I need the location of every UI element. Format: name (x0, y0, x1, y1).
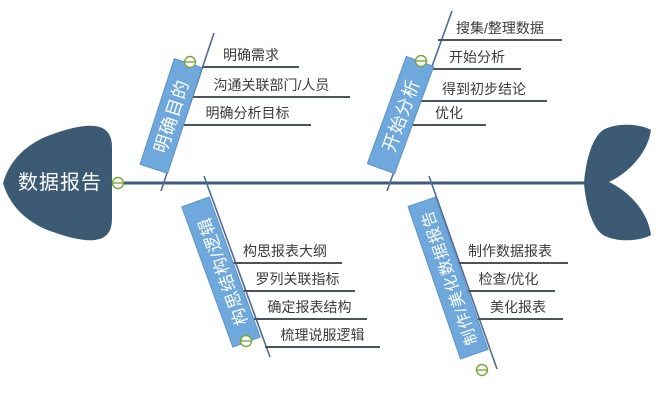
branch-item[interactable]: 明确需求 (203, 46, 299, 68)
branch-item[interactable]: 梳理说服逻辑 (265, 326, 380, 348)
collapse-icon[interactable] (414, 54, 428, 68)
collapse-icon[interactable] (239, 334, 253, 348)
fish-head-shape[interactable] (3, 125, 112, 241)
branch-item[interactable]: 得到初步结论 (421, 80, 547, 102)
branch-item[interactable]: 制作数据报表 (452, 242, 568, 264)
root-node-label[interactable]: 数据报告 (18, 172, 102, 194)
branch-item[interactable]: 构思报表大纲 (228, 242, 342, 264)
branch-item[interactable]: 美化报表 (473, 298, 563, 320)
collapse-icon[interactable] (475, 363, 489, 377)
branch-item[interactable]: 优化 (412, 104, 486, 126)
branch-item[interactable]: 检查/优化 (462, 270, 555, 292)
collapse-icon[interactable] (111, 176, 125, 190)
branch-item[interactable]: 开始分析 (433, 48, 521, 70)
branch-line-bottom-right (428, 175, 498, 370)
branch-item[interactable]: 沟通关联部门/人员 (193, 76, 350, 98)
branch-item[interactable]: 搜集/整理数据 (438, 19, 562, 41)
collapse-icon[interactable] (183, 55, 197, 69)
branch-item[interactable]: 明确分析目标 (184, 104, 311, 126)
branch-line-bottom-left (203, 175, 271, 358)
fish-tail-shape (584, 124, 651, 241)
branch-item[interactable]: 罗列关联指标 (240, 270, 355, 292)
branch-item[interactable]: 确定报表结构 (252, 298, 367, 320)
